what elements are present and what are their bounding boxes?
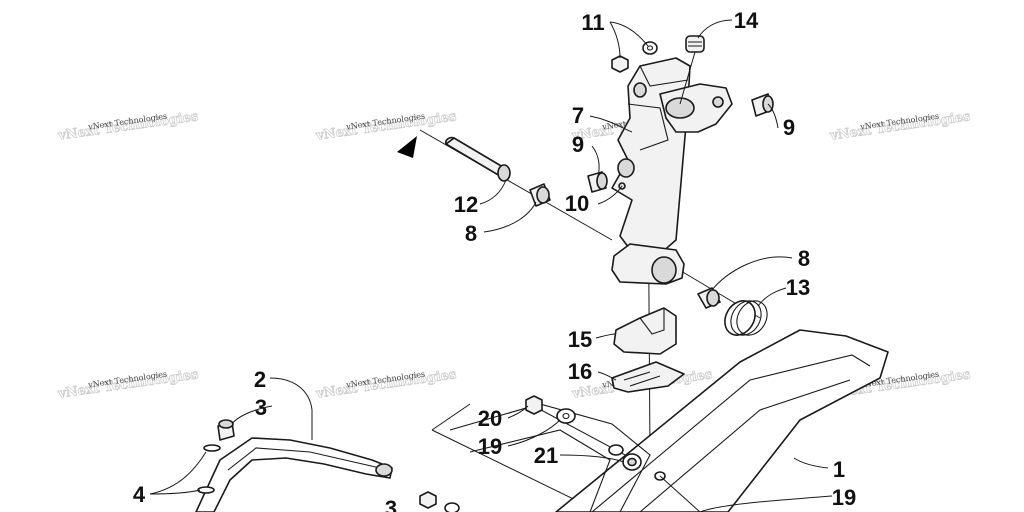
bushing-part-8-left: [529, 183, 551, 207]
callout-c9a: 9: [783, 115, 795, 140]
ski-loop-part-2: [195, 437, 393, 512]
watermark-ghost-text: vNext Technologies: [828, 109, 971, 144]
callout-c20: 20: [478, 406, 502, 431]
nut-part-3-lower: [419, 491, 437, 509]
callout-c10: 10: [565, 191, 589, 216]
washer-part-21: [622, 453, 642, 471]
watermark-ghost-text: vNext Technologies: [56, 367, 199, 402]
callout-c13: 13: [786, 275, 810, 300]
bushing-part-3: [217, 419, 235, 441]
washer-part-19-upper: [556, 408, 576, 424]
grease-fitting-part-14: [679, 35, 705, 105]
spindle-part-7: [611, 57, 733, 285]
callout-c19b: 19: [832, 485, 856, 510]
bushing-part-8-right: [697, 287, 721, 309]
watermark-ghost-text: vNext Technologies: [314, 367, 457, 402]
callout-c2: 2: [254, 367, 266, 392]
nut-washer-part-11: [611, 41, 658, 73]
callout-c16: 16: [568, 359, 592, 384]
callout-c3a: 3: [255, 395, 267, 420]
callout-c8a: 8: [465, 221, 477, 246]
callout-c1: 1: [833, 457, 845, 482]
nut-part-20: [525, 395, 543, 415]
watermark-ghost-text: vNext Technologies: [56, 109, 199, 144]
bushing-part-9-left: [587, 171, 608, 193]
callout-c19a: 19: [478, 434, 502, 459]
spring-part-13: [724, 300, 768, 336]
callout-c21: 21: [534, 443, 558, 468]
bushing-part-9-right: [751, 93, 774, 117]
bracket-part-16: [611, 361, 685, 393]
callout-c12: 12: [454, 192, 478, 217]
callout-c14: 14: [734, 8, 759, 33]
callout-c7: 7: [572, 103, 584, 128]
callout-c9b: 9: [572, 132, 584, 157]
ring-part-4-lower: [197, 486, 215, 494]
callout-c15: 15: [568, 327, 592, 352]
ring-part-4: [203, 444, 221, 452]
tube-part-12: [444, 136, 511, 182]
callout-c4: 4: [133, 482, 146, 507]
callout-c3b: 3: [385, 496, 397, 512]
bumper-part-15: [613, 307, 677, 355]
callout-c8b: 8: [798, 246, 810, 271]
callout-c11: 11: [581, 10, 604, 35]
washer-lower: [444, 502, 460, 512]
direction-arrow-upper: [397, 136, 417, 158]
leader-lines: [149, 19, 833, 512]
